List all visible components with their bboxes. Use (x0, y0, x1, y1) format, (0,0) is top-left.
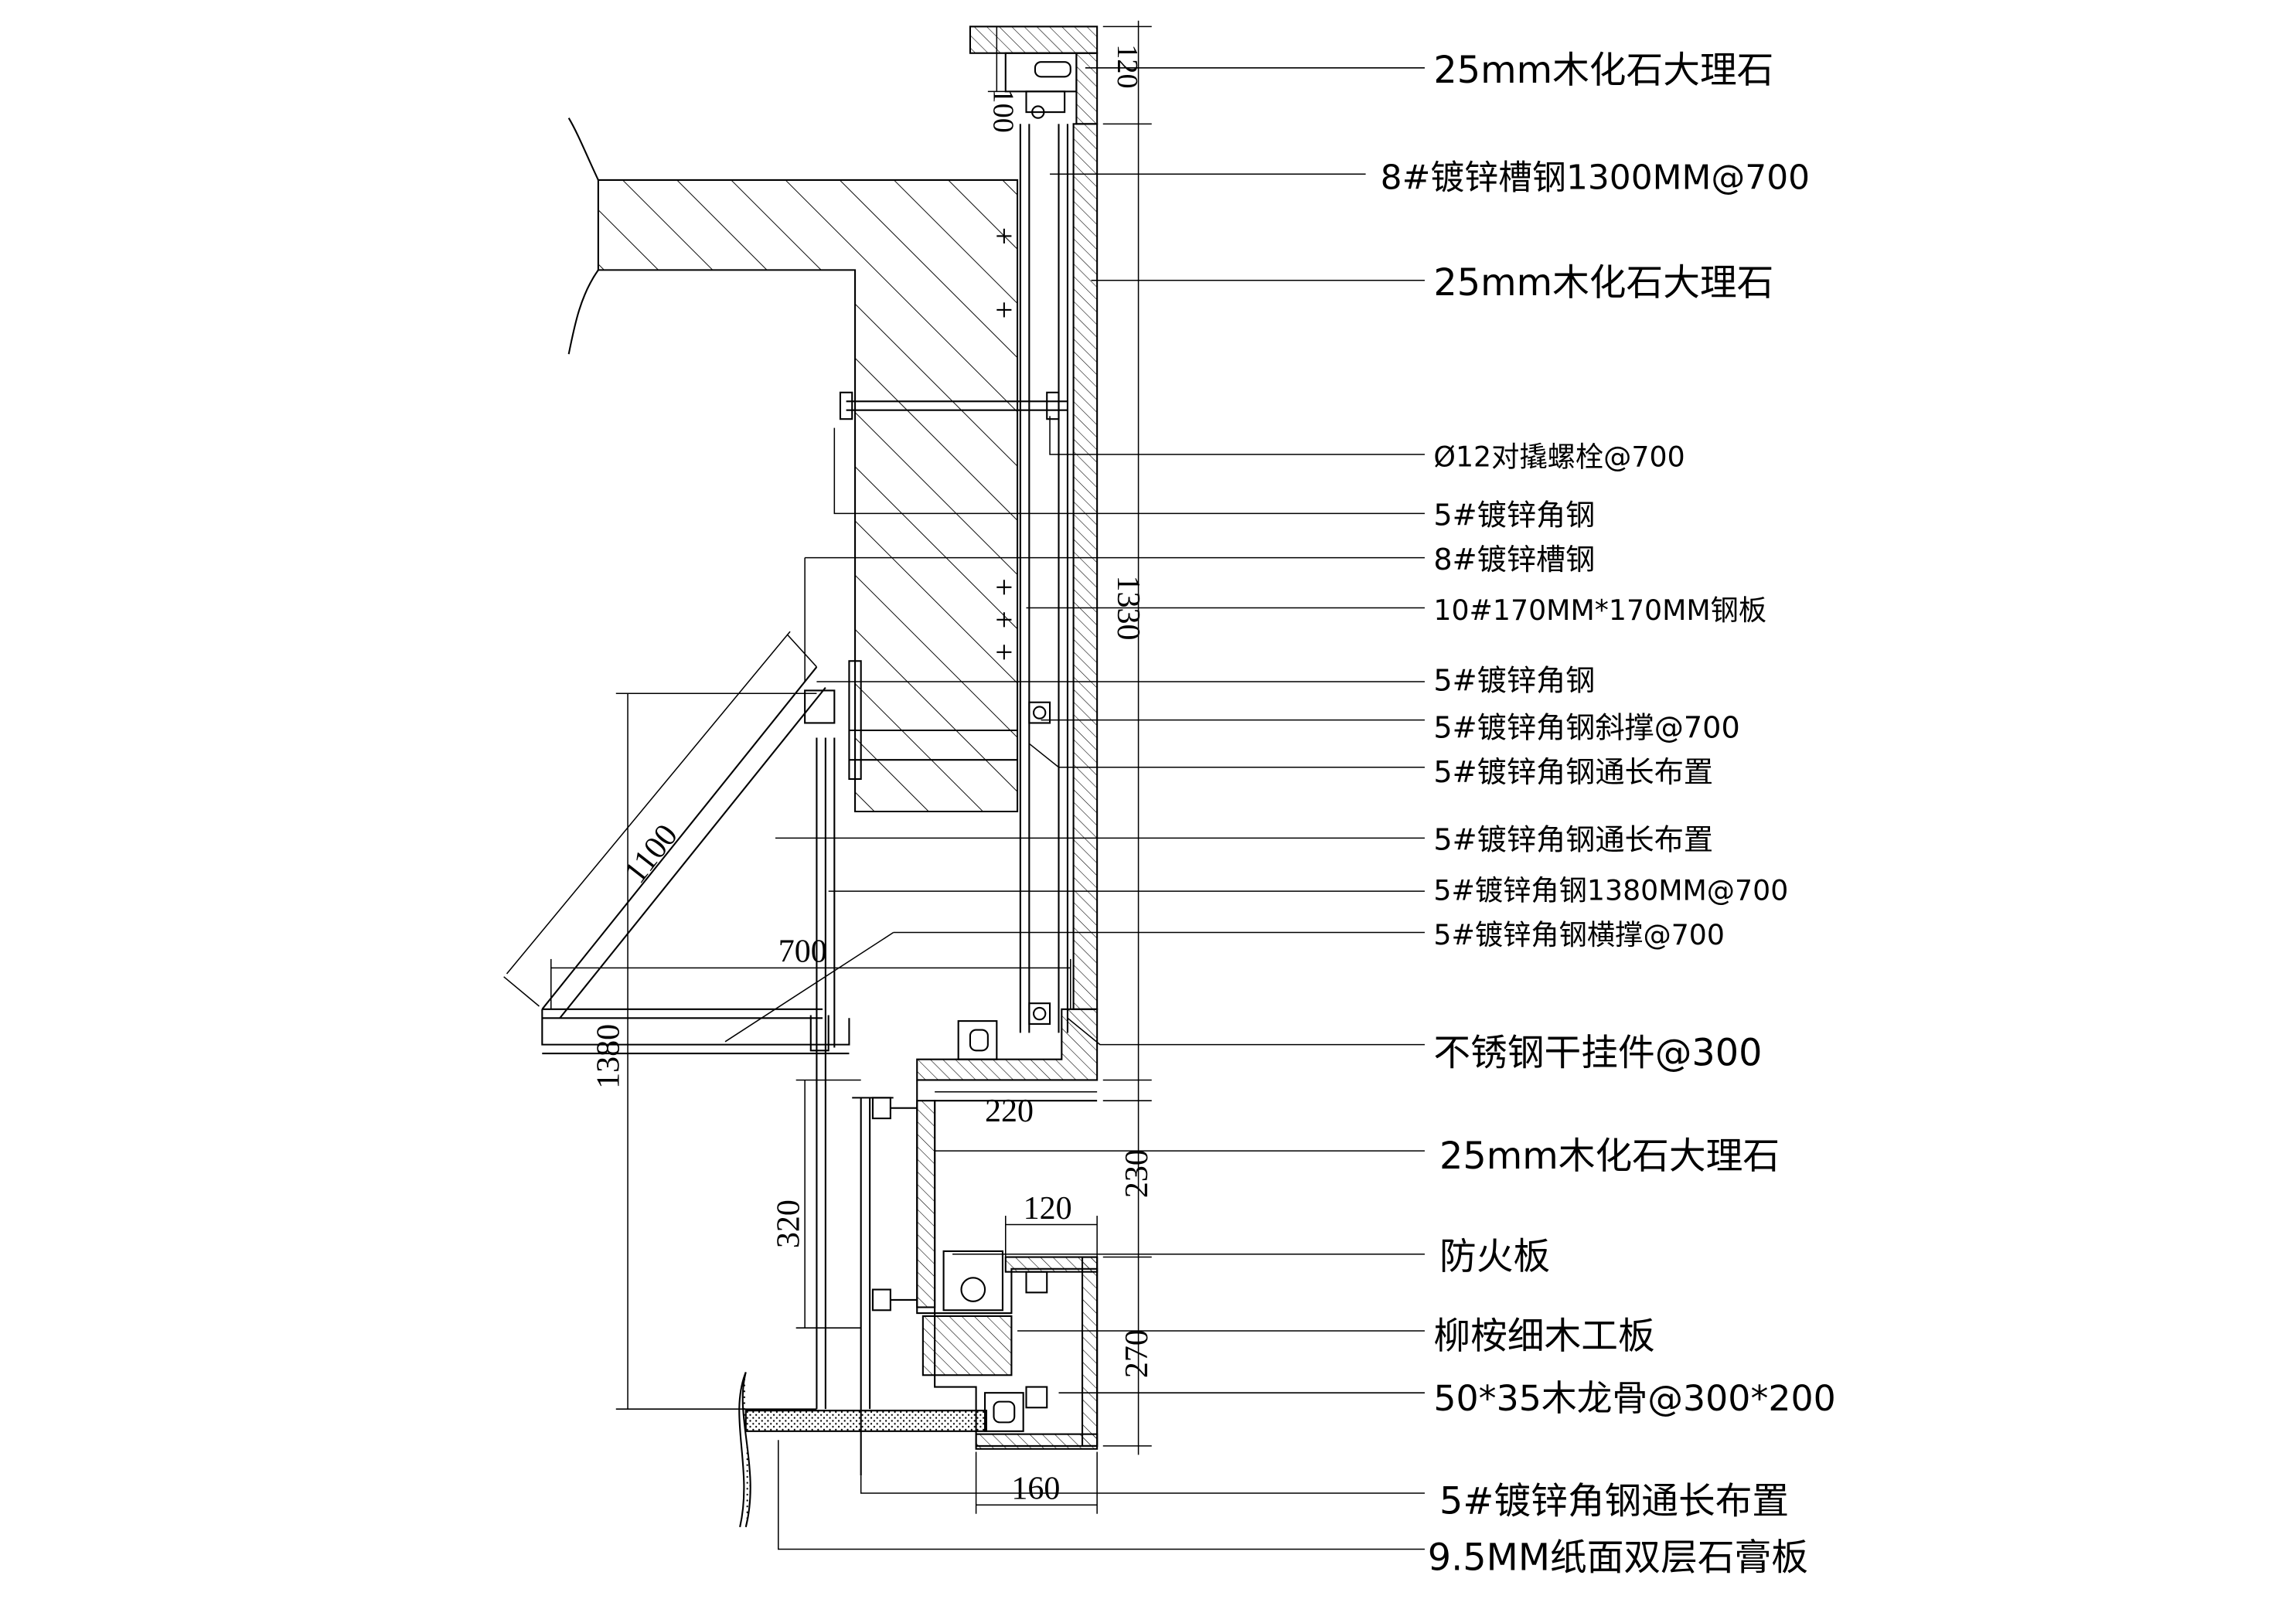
label-marble-top: 25mm木化石大理石 (1433, 49, 1773, 92)
label-wood-keel: 50*35木龙骨@300*200 (1433, 1377, 1835, 1419)
dimension-lines (503, 20, 1152, 1514)
through-bolt (839, 391, 1068, 420)
label-fire-board: 防火板 (1439, 1236, 1550, 1278)
label-steel-plate: 10#170MM*170MM钢板 (1433, 594, 1766, 627)
label-blockboard: 柳桉细木工板 (1433, 1315, 1654, 1358)
upper-marble-panel (916, 26, 1099, 1081)
dim-120-top: 120 (1111, 44, 1143, 88)
label-angle-steel-1: 5#镀锌角钢 (1433, 499, 1595, 533)
material-labels: 25mm木化石大理石 8#镀锌槽钢1300MM@700 25mm木化石大理石 Ø… (1381, 49, 1836, 1579)
dim-700: 700 (778, 934, 827, 970)
dim-270: 270 (1119, 1329, 1155, 1378)
dim-160: 160 (1011, 1472, 1060, 1507)
label-angle-continuous-1: 5#镀锌角钢通长布置 (1433, 756, 1713, 790)
label-marble-lower: 25mm木化石大理石 (1439, 1135, 1780, 1178)
vertical-channel-steel (1019, 124, 1069, 1033)
dim-1330: 1330 (1110, 576, 1146, 641)
dim-230: 230 (1119, 1149, 1155, 1198)
label-channel-steel-1300: 8#镀锌槽钢1300MM@700 (1381, 158, 1810, 197)
label-through-bolt: Ø12对撬螺栓@700 (1433, 440, 1685, 473)
dim-100: 100 (987, 89, 1020, 133)
anchor-bolts (996, 228, 1012, 660)
label-angle-continuous-2: 5#镀锌角钢通长布置 (1433, 824, 1713, 858)
leader-lines (724, 67, 1425, 1550)
label-angle-continuous-3: 5#镀锌角钢通长布置 (1439, 1481, 1789, 1523)
dim-1380: 1380 (591, 1024, 627, 1089)
label-angle-1380: 5#镀锌角钢1380MM@700 (1433, 874, 1788, 907)
top-hanger-bracket (1004, 52, 1078, 119)
steel-plate-and-angles (804, 660, 1051, 1410)
lower-soffit-box (745, 1080, 1099, 1476)
dim-320: 320 (772, 1199, 807, 1248)
label-gypsum-board: 9.5MM纸面双层石膏板 (1428, 1536, 1808, 1579)
ceiling-gypsum-board (738, 1372, 988, 1528)
dim-120-mid: 120 (1024, 1191, 1072, 1227)
diagonal-brace (541, 666, 826, 1019)
label-angle-horizontal-brace: 5#镀锌角钢横撑@700 (1433, 918, 1725, 951)
label-channel-steel-8: 8#镀锌槽钢 (1433, 543, 1595, 577)
concrete-beam (567, 117, 1019, 813)
dimension-values: 100 120 1330 1100 700 1380 220 230 320 1… (591, 44, 1155, 1506)
label-stainless-hanger: 不锈钢干挂件@300 (1433, 1032, 1762, 1074)
dim-220: 220 (985, 1094, 1034, 1129)
label-angle-steel-2: 5#镀锌角钢 (1433, 664, 1595, 698)
label-angle-diagonal-brace: 5#镀锌角钢斜撑@700 (1433, 712, 1739, 746)
label-marble-upper: 25mm木化石大理石 (1433, 262, 1773, 305)
